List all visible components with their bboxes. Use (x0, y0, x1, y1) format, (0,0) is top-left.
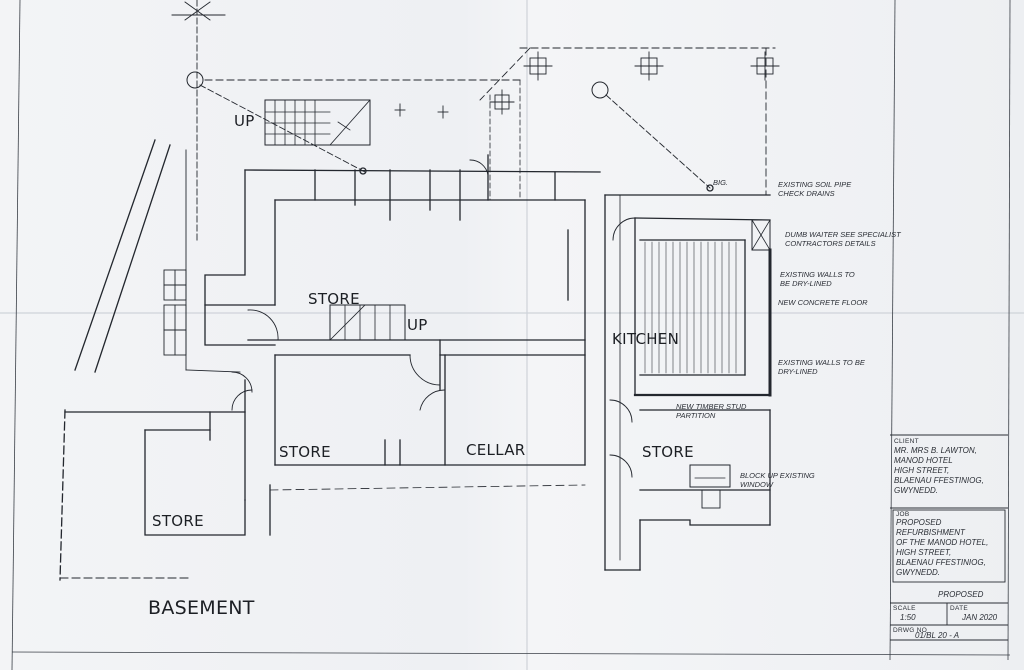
drawing-number-label: DRWG NO (893, 627, 928, 634)
job-line: BLAENAU FFESTINIOG, (896, 558, 986, 567)
walls (59, 0, 780, 581)
store-stairs-label: STORE (308, 290, 360, 308)
date-label: DATE (950, 605, 969, 612)
up-label-top: UP (234, 112, 255, 130)
store-right-label: STORE (642, 443, 694, 461)
scale-value: 1:50 (900, 613, 916, 622)
client-line: BLAENAU FFESTINIOG, (894, 476, 984, 485)
client-line: GWYNEDD. (894, 486, 938, 495)
up-label-mid: UP (407, 316, 428, 334)
job-line: HIGH STREET, (896, 548, 952, 557)
concrete-floor-hatching (644, 241, 737, 374)
concrete-floor-note: NEW CONCRETE FLOOR (778, 298, 868, 307)
store-center-label: STORE (279, 443, 331, 461)
drawing-status: PROPOSED (938, 590, 984, 599)
job-line: GWYNEDD. (896, 568, 940, 577)
sheet-border (11, 0, 1011, 670)
dumb-waiter-note: DUMB WAITER SEE SPECIALIST CONTRACTORS D… (785, 230, 901, 248)
client-details: MR. MRS B. LAWTON, MANOD HOTEL HIGH STRE… (894, 446, 1004, 496)
cellar-label: CELLAR (466, 441, 526, 459)
client-label: CLIENT (894, 438, 919, 445)
walls-dry-lined-note-top: EXISTING WALLS TO BE DRY-LINED (780, 270, 855, 288)
scale-label: SCALE (893, 605, 916, 612)
drawing-title: BASEMENT (148, 597, 255, 619)
client-line: MANOD HOTEL (894, 456, 953, 465)
store-left-label: STORE (152, 512, 204, 530)
client-line: MR. MRS B. LAWTON, (894, 446, 977, 455)
job-details: PROPOSED REFURBISHMENT OF THE MANOD HOTE… (896, 518, 1004, 578)
drawing-number-value: 01/BL 20 - A (915, 631, 960, 640)
job-label: JOB (896, 511, 910, 518)
title-block-frame (890, 434, 1008, 641)
timber-partition-note: NEW TIMBER STUD PARTITION (676, 402, 747, 420)
job-line: PROPOSED REFURBISHMENT (896, 518, 965, 537)
block-up-window-note: BLOCK UP EXISTING WINDOW (740, 471, 815, 489)
client-line: HIGH STREET, (894, 466, 950, 475)
big-note: BIG. (713, 178, 729, 187)
job-line: OF THE MANOD HOTEL, (896, 538, 989, 547)
kitchen-label: KITCHEN (612, 330, 680, 348)
soil-pipe-note: EXISTING SOIL PIPE CHECK DRAINS (778, 180, 852, 198)
date-value: JAN 2020 (962, 613, 998, 622)
walls-dry-lined-note-bottom: EXISTING WALLS TO BE DRY-LINED (778, 358, 865, 376)
